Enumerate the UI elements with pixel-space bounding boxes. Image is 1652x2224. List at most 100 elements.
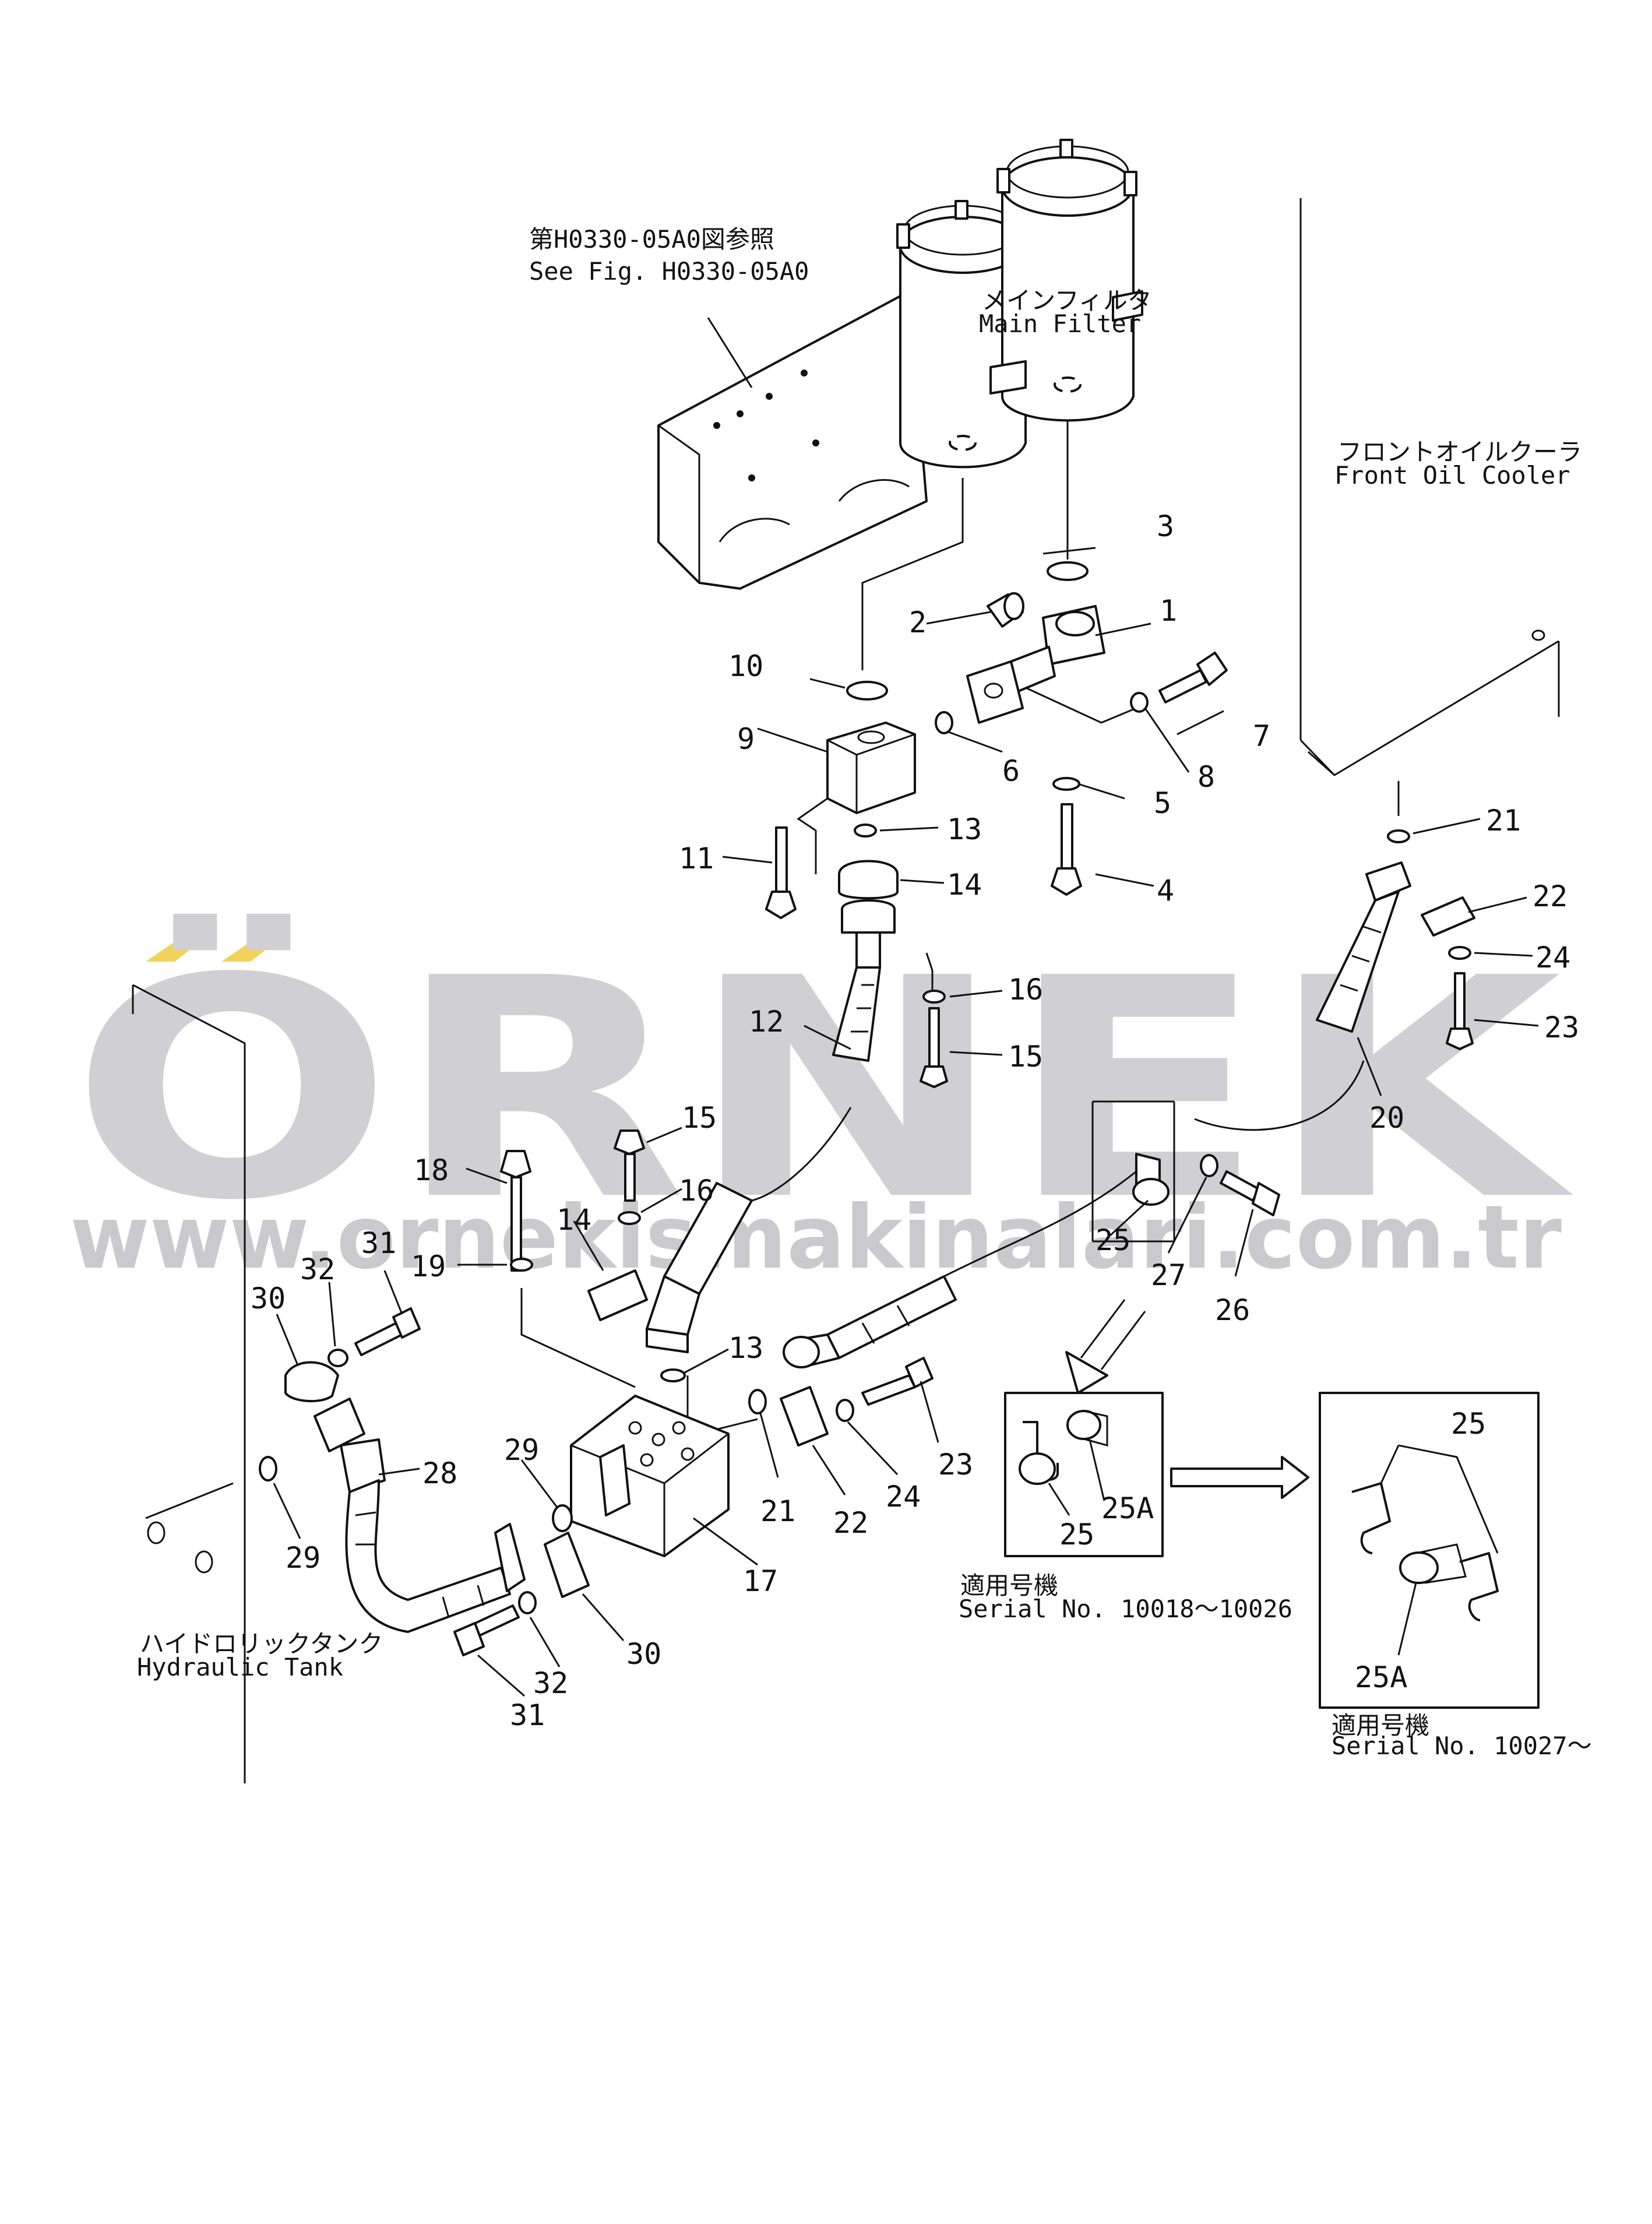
- part-12-hose: [832, 899, 896, 1062]
- note-front-oil-cooler-en: Front Oil Cooler: [1334, 461, 1570, 490]
- label-9: 9: [737, 722, 755, 756]
- label-2: 2: [909, 606, 927, 639]
- part-28-hose: [314, 1398, 526, 1633]
- label-23-upper: 23: [1544, 1011, 1579, 1044]
- part-14-split-flange-middle: [587, 1269, 648, 1321]
- note-serial-a-en: Serial No. 10018～10026: [959, 1595, 1292, 1623]
- watermark-accent-left: [146, 930, 216, 962]
- part-21-o-ring-upper: [1387, 829, 1410, 843]
- part-23-bolt-upper: [1446, 972, 1474, 1050]
- part-21-o-ring-lower: [748, 1389, 767, 1414]
- part-19-washer: [510, 1258, 533, 1272]
- label-22-upper: 22: [1533, 879, 1568, 913]
- connection-lines: [520, 420, 1400, 1435]
- label-11: 11: [679, 842, 714, 875]
- label-16-middle: 16: [679, 1174, 714, 1208]
- part-3-o-ring: [1047, 561, 1089, 581]
- watermark: ÖRNEK www.ornekismakinalari.com.tr: [70, 911, 1576, 1289]
- label-3: 3: [1157, 509, 1174, 543]
- part-23-bolt-lower: [861, 1357, 934, 1406]
- part-26-bolt: [1220, 1170, 1280, 1216]
- part-22-split-flange-lower: [780, 1386, 829, 1447]
- note-main-filter-en: Main Filter: [979, 309, 1141, 338]
- main-filter-right: [989, 139, 1143, 422]
- part-24-washer-lower: [836, 1399, 854, 1422]
- label-13-lower: 13: [728, 1331, 763, 1365]
- part-1-elbow: [966, 605, 1105, 724]
- front-oil-cooler-frame: [1299, 198, 1560, 776]
- part-16-washer-upper: [922, 990, 946, 1004]
- label-30-left: 30: [251, 1282, 286, 1315]
- lower-hose: [783, 1275, 957, 1368]
- part-9-block: [826, 722, 916, 814]
- label-29-left: 29: [286, 1541, 320, 1575]
- inset-box-serial-a: [1004, 1392, 1164, 1557]
- label-25-box-a: 25: [1059, 1518, 1094, 1551]
- note-main-filter-jp: メインフィルタ: [982, 286, 1152, 315]
- part-17-manifold-block: [570, 1395, 730, 1557]
- part-12-hose-lower: [646, 1182, 753, 1353]
- part-30-split-flange-left: [284, 1361, 339, 1403]
- notes: 第H0330-05A0図参照 See Fig. H0330-05A0 メインフィ…: [137, 225, 1592, 1760]
- part-25-clamp: [1132, 1153, 1170, 1206]
- label-21-upper: 21: [1486, 804, 1521, 837]
- part-11-bolt: [765, 826, 797, 919]
- note-see-fig-jp: 第H0330-05A0図参照: [529, 225, 774, 254]
- label-16-upper: 16: [1008, 973, 1043, 1007]
- part-29-o-ring-lower: [552, 1504, 573, 1532]
- part-32-washer-left: [327, 1349, 348, 1367]
- watermark-url: www.ornekismakinalari.com.tr: [70, 1187, 1562, 1289]
- label-10: 10: [728, 649, 763, 683]
- part-31-bolt-lower: [453, 1604, 520, 1656]
- label-14-upper: 14: [947, 868, 982, 902]
- note-serial-a-jp: 適用号機: [960, 1571, 1058, 1600]
- label-25: 25: [1096, 1223, 1130, 1257]
- label-5: 5: [1154, 786, 1171, 820]
- part-24-washer-upper: [1448, 946, 1471, 960]
- label-1: 1: [1160, 594, 1177, 628]
- label-27: 27: [1151, 1258, 1186, 1292]
- label-24-upper: 24: [1535, 941, 1570, 974]
- label-21-lower: 21: [760, 1494, 795, 1528]
- label-6: 6: [1002, 754, 1020, 788]
- label-31-right: 31: [510, 1698, 545, 1732]
- watermark-brand: ÖRNEK: [70, 911, 1576, 1267]
- label-18: 18: [414, 1153, 449, 1187]
- main-filter-left: [896, 200, 1027, 469]
- part-4-bolt: [1051, 803, 1082, 896]
- part-29-o-ring-left: [259, 1456, 277, 1482]
- part-labels: 1 2 3 4 5 6 7 8 9 10 11 12 13 14 16 15 2…: [251, 509, 1579, 1732]
- part-27-washer: [1200, 1154, 1218, 1177]
- part-30-split-flange-right: [544, 1532, 590, 1598]
- label-13-upper: 13: [947, 812, 982, 846]
- label-17: 17: [743, 1564, 778, 1598]
- label-28: 28: [422, 1456, 457, 1490]
- note-hydraulic-tank-jp: ハイドロリックタンク: [140, 1630, 383, 1658]
- note-see-fig-en: See Fig. H0330-05A0: [529, 257, 809, 286]
- label-24-lower: 24: [886, 1480, 921, 1514]
- detail-arrow-down: [1065, 1299, 1146, 1394]
- label-23-lower: 23: [938, 1448, 973, 1482]
- label-22-lower: 22: [833, 1506, 868, 1540]
- part-15-bolt-middle: [614, 1129, 645, 1202]
- part-22-split-flange-upper: [1421, 896, 1475, 937]
- label-14-middle: 14: [556, 1203, 591, 1237]
- part-31-bolt-left: [354, 1307, 421, 1356]
- label-25A-box-b: 25A: [1355, 1660, 1407, 1694]
- part-7-bolt: [1158, 652, 1228, 703]
- part-16-washer-middle: [618, 1211, 641, 1225]
- inset-box-serial-b: [1319, 1392, 1540, 1709]
- label-32-left: 32: [300, 1252, 335, 1286]
- label-30-right: 30: [626, 1637, 661, 1671]
- filter-bracket: [657, 290, 928, 590]
- label-29-lower: 29: [504, 1433, 539, 1467]
- part-8-washer: [1130, 692, 1149, 713]
- part-6-o-ring: [935, 711, 953, 734]
- detail-arrow-right: [1170, 1456, 1309, 1499]
- label-32-right: 32: [533, 1666, 568, 1700]
- hydraulic-tank-frame: [132, 984, 246, 1783]
- label-19: 19: [411, 1250, 446, 1283]
- label-15-middle: 15: [682, 1101, 717, 1135]
